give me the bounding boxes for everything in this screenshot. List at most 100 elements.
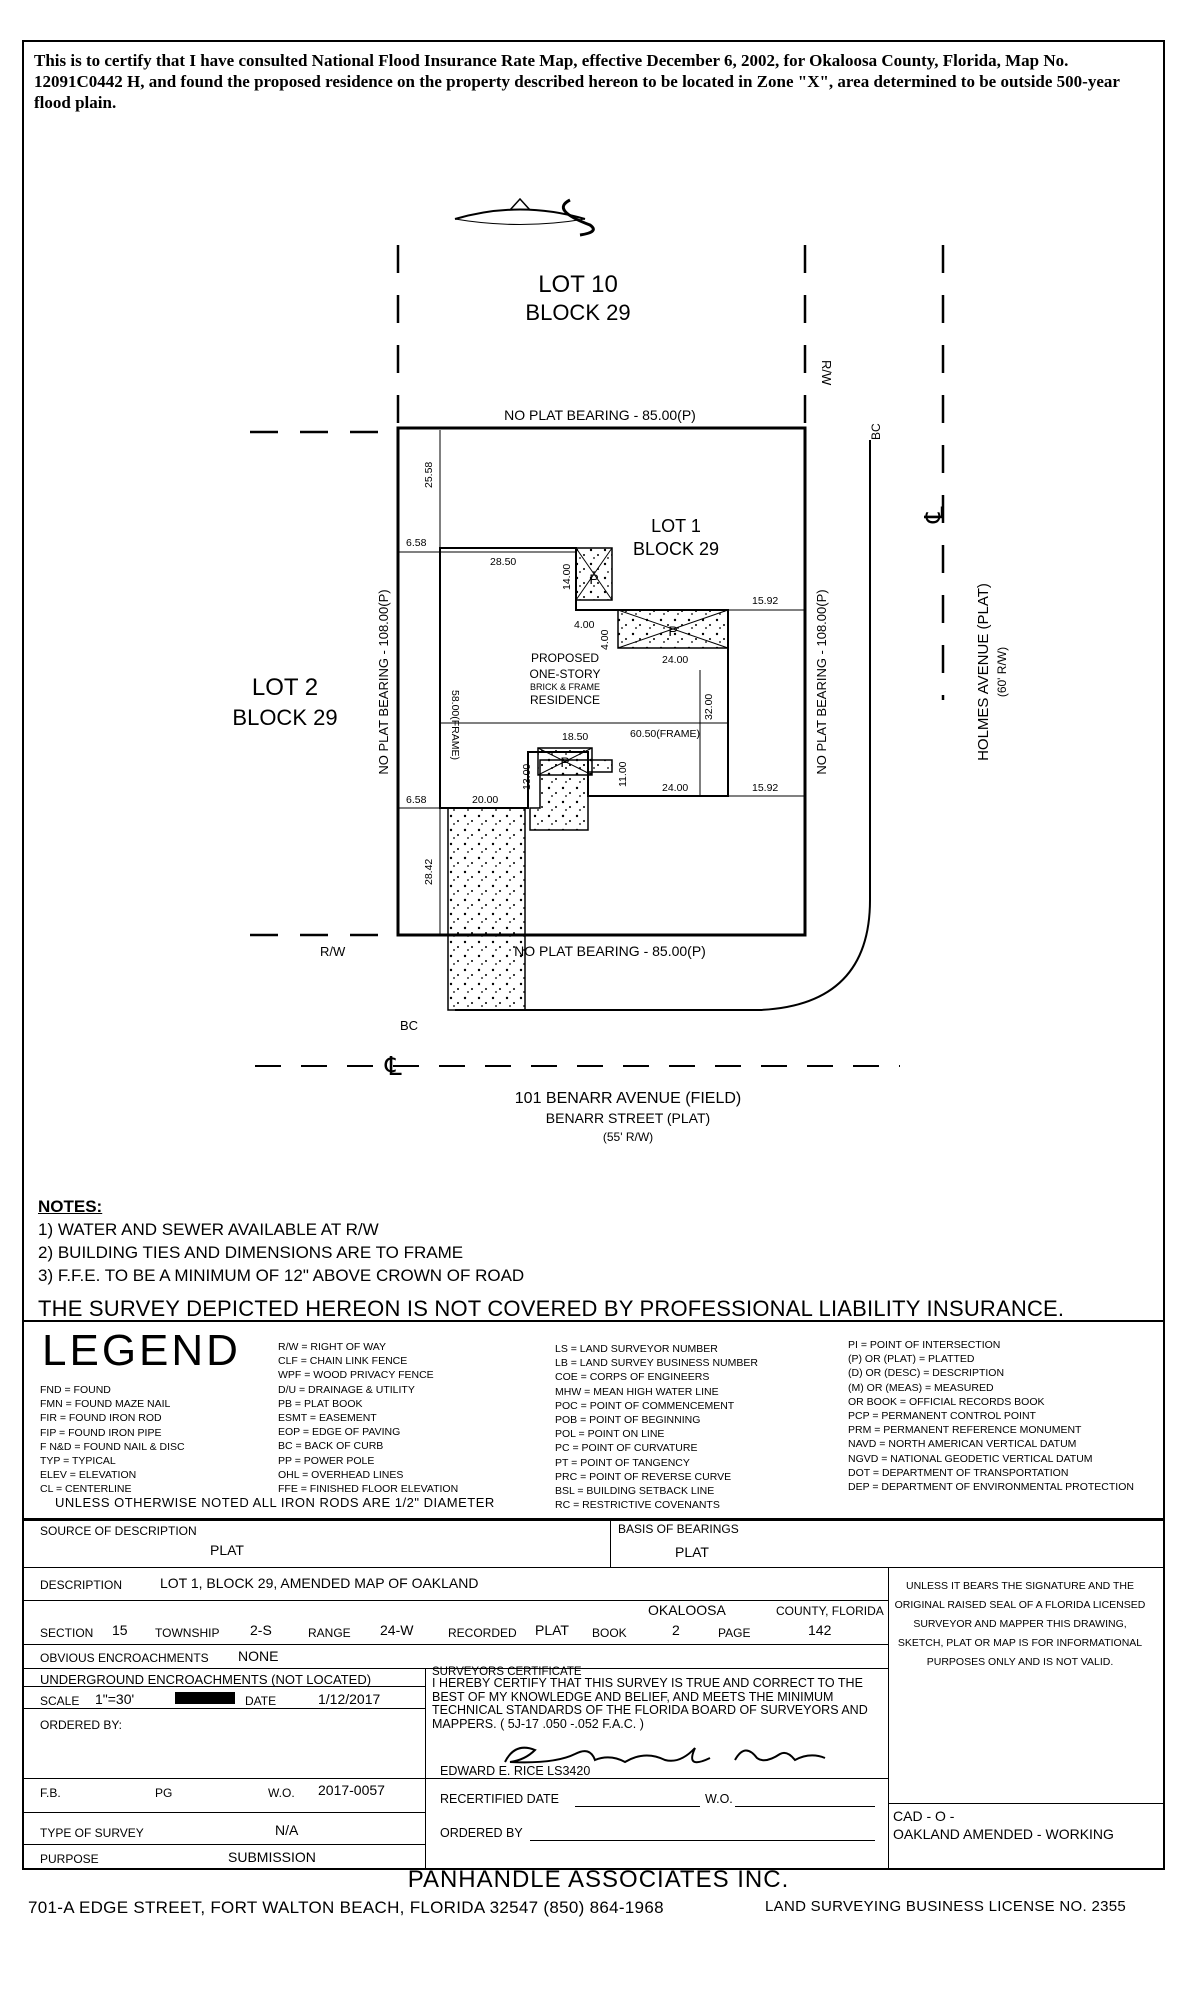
- legend-entry: DEP = DEPARTMENT OF ENVIRONMENTAL PROTEC…: [848, 1481, 1134, 1494]
- east-line-label: NO PLAT BEARING - 108.00(P): [814, 589, 829, 774]
- west-line-label: NO PLAT BEARING - 108.00(P): [376, 589, 391, 774]
- date-value: 1/12/2017: [318, 1691, 381, 1707]
- legend-column-3: LS = LAND SURVEYOR NUMBER LB = LAND SURV…: [555, 1342, 758, 1512]
- dim-label: 6.58: [406, 537, 427, 549]
- note-item: 1) WATER AND SEWER AVAILABLE AT R/W: [38, 1220, 379, 1239]
- legend-entry: CL = CENTERLINE: [40, 1483, 132, 1496]
- proposed-label-3: BRICK & FRAME: [530, 682, 600, 692]
- centerline-icon-right: ℄: [919, 506, 949, 524]
- county-value: OKALOOSA: [648, 1602, 726, 1618]
- legend-entry: FIR = FOUND IRON ROD: [40, 1412, 162, 1425]
- legend-title: LEGEND: [42, 1326, 241, 1375]
- dim-label: 18.50: [562, 731, 588, 743]
- lot10-label: LOT 10: [538, 271, 618, 298]
- legend-entry: FIP = FOUND IRON PIPE: [40, 1426, 162, 1439]
- range-value: 24-W: [380, 1622, 414, 1638]
- obvious-label: OBVIOUS ENCROACHMENTS: [40, 1651, 209, 1665]
- north-arrow-icon: [454, 197, 595, 237]
- wo2-label: W.O.: [705, 1792, 733, 1806]
- lot10-block-label: BLOCK 29: [525, 300, 630, 325]
- scale-value: 1"=30': [95, 1691, 135, 1707]
- recertified-label: RECERTIFIED DATE: [440, 1792, 559, 1806]
- legend-entry: FFE = FINISHED FLOOR ELEVATION: [278, 1483, 459, 1496]
- legend-entry: (P) OR (PLAT) = PLATTED: [848, 1353, 975, 1366]
- ordered2-label: ORDERED BY: [440, 1826, 523, 1840]
- dim-label: 28.50: [490, 556, 516, 568]
- legend-entry: COE = CORPS OF ENGINEERS: [555, 1371, 710, 1384]
- legend-entry: LB = LAND SURVEY BUSINESS NUMBER: [555, 1357, 758, 1370]
- porch-label: P: [589, 571, 598, 587]
- north-line-label: NO PLAT BEARING - 85.00(P): [504, 407, 696, 423]
- legend-entry: PC = POINT OF CURVATURE: [555, 1442, 698, 1455]
- legend-entry: (D) OR (DESC) = DESCRIPTION: [848, 1367, 1005, 1380]
- pg-label: PG: [155, 1786, 173, 1800]
- legend-entry: POL = POINT ON LINE: [555, 1428, 665, 1441]
- dim-label: 25.58: [423, 462, 435, 488]
- legend-entry: RC = RESTRICTIVE COVENANTS: [555, 1499, 720, 1512]
- legend-entry: PRM = PERMANENT REFERENCE MONUMENT: [848, 1424, 1082, 1437]
- lot1-block-label: BLOCK 29: [633, 539, 719, 559]
- dim-label: 6.58: [406, 794, 427, 806]
- source-value: PLAT: [210, 1542, 244, 1558]
- legend-entry: PP = POWER POLE: [278, 1454, 375, 1467]
- legend-entry: NGVD = NATIONAL GEODETIC VERTICAL DATUM: [848, 1452, 1093, 1465]
- disclaimer-text: UNLESS IT BEARS THE SIGNATURE AND THE OR…: [894, 1580, 1146, 1668]
- date-label: DATE: [245, 1694, 277, 1708]
- section-label: SECTION: [40, 1626, 94, 1640]
- source-label: SOURCE OF DESCRIPTION: [40, 1524, 197, 1538]
- redaction-box: [175, 1692, 235, 1704]
- description-label: DESCRIPTION: [40, 1578, 123, 1592]
- porch-label: P: [668, 623, 677, 639]
- purpose-value: SUBMISSION: [228, 1849, 316, 1865]
- scale-label: SCALE: [40, 1694, 80, 1708]
- legend-entry: F N&D = FOUND NAIL & DISC: [40, 1440, 185, 1453]
- county-label: COUNTY, FLORIDA: [776, 1604, 884, 1618]
- legend-entry: D/U = DRAINAGE & UTILITY: [278, 1383, 415, 1396]
- township-value: 2-S: [250, 1622, 272, 1638]
- surveyor-signature: [504, 1746, 826, 1764]
- note-item: 2) BUILDING TIES AND DIMENSIONS ARE TO F…: [38, 1243, 464, 1262]
- legend-entry: POC = POINT OF COMMENCEMENT: [555, 1399, 735, 1412]
- legend-entry: NAVD = NORTH AMERICAN VERTICAL DATUM: [848, 1438, 1077, 1451]
- note-item: 3) F.F.E. TO BE A MINIMUM OF 12" ABOVE C…: [38, 1266, 525, 1285]
- page-value: 142: [808, 1622, 832, 1638]
- legend-column-4: PI = POINT OF INTERSECTION (P) OR (PLAT)…: [848, 1338, 1134, 1494]
- ordered-label: ORDERED BY:: [40, 1718, 123, 1732]
- underground-label: UNDERGROUND ENCROACHMENTS (NOT LOCATED): [40, 1672, 372, 1687]
- certificate-heading: SURVEYORS CERTIFICATE: [432, 1666, 582, 1678]
- township-label: TOWNSHIP: [155, 1626, 220, 1640]
- benarr-rw-label: (55' R/W): [603, 1130, 653, 1144]
- legend-entry: TYP = TYPICAL: [40, 1455, 116, 1468]
- fb-label: F.B.: [40, 1786, 61, 1800]
- type-label: TYPE OF SURVEY: [40, 1826, 144, 1840]
- recorded-value: PLAT: [535, 1622, 569, 1638]
- legend-entry: FMN = FOUND MAZE NAIL: [40, 1398, 171, 1411]
- cad-line-1: CAD - O -: [893, 1808, 955, 1824]
- page-label: PAGE: [718, 1626, 751, 1640]
- legend-entry: BSL = BUILDING SETBACK LINE: [555, 1485, 715, 1498]
- type-value: N/A: [275, 1822, 299, 1838]
- legend-column-2: R/W = RIGHT OF WAY CLF = CHAIN LINK FENC…: [278, 1340, 458, 1496]
- legend-entry: EOP = EDGE OF PAVING: [278, 1426, 401, 1439]
- description-value: LOT 1, BLOCK 29, AMENDED MAP OF OAKLAND: [160, 1575, 479, 1591]
- bc-right-label: BC: [869, 423, 883, 440]
- legend-column-1: FND = FOUND FMN = FOUND MAZE NAIL FIR = …: [40, 1383, 185, 1497]
- company-name: PANHANDLE ASSOCIATES INC.: [407, 1866, 790, 1893]
- legend-entry: CLF = CHAIN LINK FENCE: [278, 1355, 408, 1368]
- benarr-plat-label: BENARR STREET (PLAT): [546, 1110, 710, 1126]
- dim-label: 20.00: [472, 794, 498, 806]
- plat-drawing: LOT 10 BLOCK 29 LOT 2 BLOCK 29 LOT 1 BLO…: [232, 197, 1009, 1144]
- wo-label: W.O.: [268, 1786, 295, 1800]
- porch-label: P: [560, 754, 569, 770]
- obvious-value: NONE: [238, 1648, 279, 1664]
- legend-entry: BC = BACK OF CURB: [278, 1440, 384, 1453]
- recorded-label: RECORDED: [448, 1626, 517, 1640]
- dim-label: 11.00: [617, 761, 629, 787]
- legend-entry: PI = POINT OF INTERSECTION: [848, 1339, 1001, 1351]
- company-license: LAND SURVEYING BUSINESS LICENSE NO. 2355: [765, 1898, 1127, 1915]
- proposed-label-2: ONE-STORY: [530, 667, 601, 681]
- legend-entry: R/W = RIGHT OF WAY: [278, 1341, 387, 1353]
- dim-label: 58.00(FRAME): [449, 690, 461, 760]
- company-address: 701-A EDGE STREET, FORT WALTON BEACH, FL…: [28, 1898, 664, 1917]
- surveyor-name: EDWARD E. RICE LS3420: [440, 1764, 591, 1778]
